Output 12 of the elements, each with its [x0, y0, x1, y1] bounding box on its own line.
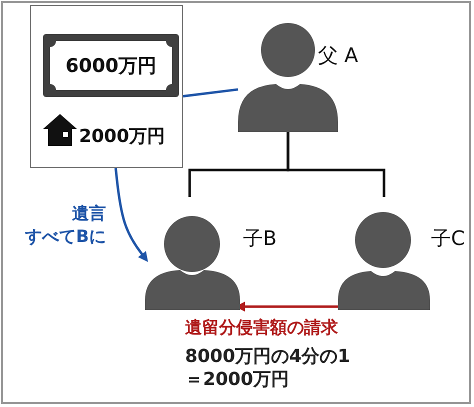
note-text: 8000万円の4分の1＝2000万円 — [185, 345, 352, 392]
connector-line — [182, 88, 238, 98]
amount-text: 6000万円 — [64, 54, 158, 79]
estate-box — [30, 5, 183, 168]
edge-label: 遺言すべてBに — [24, 203, 106, 249]
person-label: 父 A — [318, 42, 358, 69]
edge-label: 遺留分侵害額の請求 — [185, 317, 339, 340]
person-label: 子C — [431, 225, 465, 252]
amount-text: 2000万円 — [79, 125, 166, 148]
arrow — [114, 168, 148, 262]
connector-line — [286, 132, 386, 197]
person-label: 子B — [243, 225, 277, 252]
